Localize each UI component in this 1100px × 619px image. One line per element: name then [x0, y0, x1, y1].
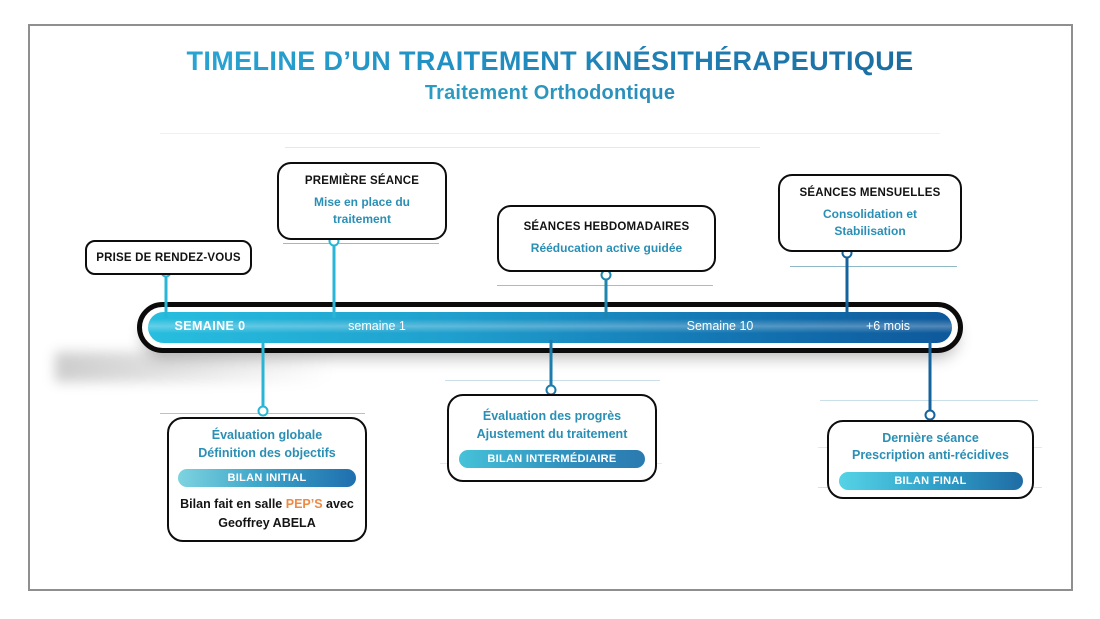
- connector-dot: [257, 405, 269, 417]
- connector-line: [928, 340, 932, 415]
- description-line: Évaluation des progrès: [482, 409, 622, 423]
- description-line: Rééducation active guidée: [530, 240, 683, 255]
- bilan-intermediaire-badge: BILAN INTERMÉDIAIRE: [459, 450, 645, 468]
- milestone-description: Évaluation des progrès Ajustement du tra…: [477, 408, 628, 443]
- timeline-label-semaine-10: Semaine 10: [686, 319, 754, 333]
- connector-dot: [924, 409, 936, 421]
- milestone-description: Dernière séance Prescription anti-récidi…: [852, 430, 1009, 465]
- milestone-description: Rééducation active guidée: [531, 240, 682, 256]
- milestone-box-premiere-seance: PREMIÈRE SÉANCE Mise en place du traitem…: [277, 162, 447, 240]
- connector-line: [604, 275, 608, 318]
- timeline-label-semaine-0: SEMAINE 0: [174, 319, 246, 333]
- milestone-box-bilan-initial: Évaluation globale Définition des object…: [167, 417, 367, 542]
- page-title: TIMELINE D’UN TRAITEMENT KINÉSITHÉRAPEUT…: [0, 46, 1100, 77]
- bar-shadow: [55, 352, 425, 382]
- note-line2: Geoffrey ABELA: [218, 515, 316, 530]
- connector-line: [261, 340, 265, 411]
- milestone-title: PRISE DE RENDEZ-VOUS: [96, 251, 241, 264]
- connector-line: [332, 241, 336, 318]
- timeline-bar: [148, 312, 952, 343]
- milestone-box-bilan-intermediaire: Évaluation des progrès Ajustement du tra…: [447, 394, 657, 482]
- description-line: Dernière séance: [882, 430, 979, 445]
- milestone-box-seances-mensuelles: SÉANCES MENSUELLES Consolidation et Stab…: [778, 174, 962, 252]
- connector-line: [549, 340, 553, 390]
- milestone-box-prise-de-rendez-vous: PRISE DE RENDEZ-VOUS: [85, 240, 252, 275]
- decorative-line: [160, 133, 940, 134]
- description-line: Prescription anti-récidives: [851, 448, 1009, 462]
- decorative-line: [790, 266, 957, 267]
- timeline-label-semaine-1: semaine 1: [348, 319, 406, 333]
- bilan-note: Bilan fait en salle PEP’S avec Geoffrey …: [180, 495, 354, 531]
- description-line: Stabilisation: [834, 223, 906, 238]
- milestone-title: PREMIÈRE SÉANCE: [304, 175, 420, 188]
- bilan-final-badge: BILAN FINAL: [838, 471, 1023, 490]
- description-line: Définition des objectifs: [198, 445, 336, 460]
- note-prefix: Bilan fait en salle: [180, 497, 286, 512]
- connector-line: [845, 253, 849, 318]
- description-line: Ajustement du traitement: [476, 426, 628, 441]
- timeline-label-plus-6-mois: +6 mois: [865, 319, 911, 333]
- milestone-box-seances-hebdomadaires: SÉANCES HEBDOMADAIRES Rééducation active…: [497, 205, 716, 272]
- milestone-description: Évaluation globale Définition des object…: [198, 427, 336, 462]
- page-subtitle: Traitement Orthodontique: [0, 82, 1100, 105]
- milestone-title: SÉANCES MENSUELLES: [799, 187, 941, 200]
- milestone-description: Mise en place du traitement: [314, 194, 410, 226]
- description-line: traitement: [332, 211, 391, 226]
- connector-line: [164, 272, 168, 318]
- bilan-initial-badge: BILAN INITIAL: [178, 469, 356, 488]
- note-highlight: PEP’S: [285, 497, 323, 512]
- description-line: Consolidation et: [823, 207, 917, 222]
- milestone-title: SÉANCES HEBDOMADAIRES: [523, 220, 690, 233]
- decorative-line: [445, 380, 660, 381]
- description-line: Mise en place du: [313, 195, 411, 210]
- milestone-description: Consolidation et Stabilisation: [823, 206, 917, 238]
- description-line: Évaluation globale: [211, 428, 323, 443]
- decorative-line: [285, 147, 760, 148]
- milestone-box-bilan-final: Dernière séance Prescription anti-récidi…: [827, 420, 1034, 499]
- note-suffix: avec: [322, 497, 354, 512]
- decorative-line: [283, 243, 439, 244]
